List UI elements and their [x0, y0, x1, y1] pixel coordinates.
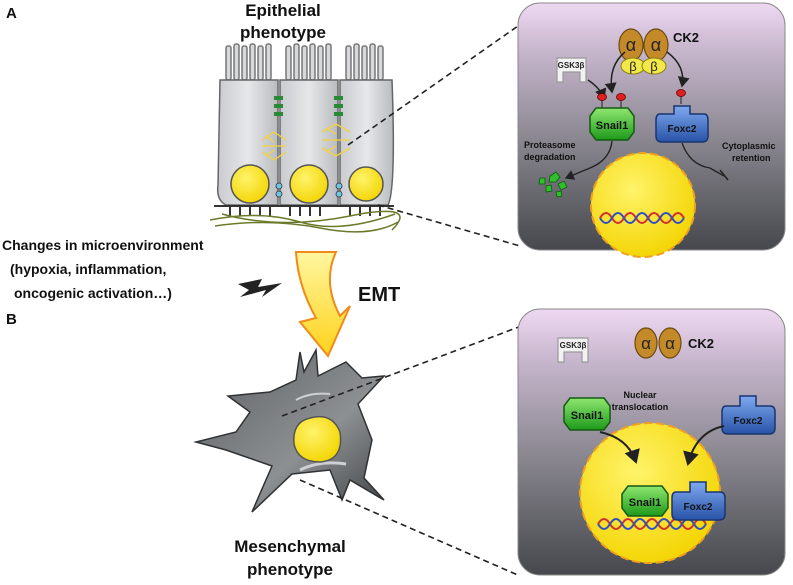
ck2-label-b: CK2 [688, 336, 714, 351]
snail1-label-b: Snail1 [571, 410, 603, 422]
changes-text-line2: (hypoxia, inflammation, [10, 261, 166, 277]
lightning-icon [238, 279, 282, 297]
ck2-beta-2-a: β [650, 59, 657, 74]
ck2-beta-1-a: β [629, 59, 636, 74]
gsk3b-label-a: GSK3β [558, 61, 585, 70]
emt-label: EMT [358, 284, 400, 306]
epithelial-cells [209, 43, 401, 233]
ck2-alpha-2-a: α [651, 35, 661, 55]
foxc2-label-a: Foxc2 [668, 124, 697, 135]
ck2-alpha-2-b: α [665, 334, 675, 353]
translocation-text-line2: translocation [612, 402, 669, 412]
mesenchymal-cell [193, 347, 386, 513]
panel-b-letter: B [6, 311, 17, 328]
ck2-label-a: CK2 [673, 30, 699, 45]
panel-b-inset: GSK3β α α CK2 Nuclear translocation Snai… [517, 308, 786, 576]
retention-text-line1: Cytoplasmic [722, 141, 776, 151]
gsk3b-label-b: GSK3β [560, 341, 587, 350]
mesenchymal-title-line1: Mesenchymal [234, 537, 346, 556]
foxc2-nuclear-label: Foxc2 [684, 502, 713, 513]
zoom-line-a-top [347, 4, 549, 146]
translocation-text-line1: Nuclear [623, 390, 657, 400]
epithelial-title-line1: Epithelial [245, 1, 321, 20]
snail1-nuclear-label: Snail1 [629, 497, 661, 509]
proteasome-text-line1: Proteasome [524, 140, 576, 150]
ck2-alpha-1-b: α [641, 334, 651, 353]
panel-a-letter: A [6, 5, 17, 22]
zoom-line-a-bottom [377, 204, 521, 247]
changes-text-line1: Changes in microenvironment [2, 237, 204, 253]
panel-a-inset: GSK3β α α β β CK2 Snail1 Foxc2 Proteasom… [517, 2, 786, 258]
foxc2-label-b: Foxc2 [734, 416, 763, 427]
proteasome-text-line2: degradation [524, 152, 576, 162]
ck2-alpha-1-a: α [626, 35, 636, 55]
zoom-line-b-top [281, 315, 549, 417]
emt-arrow [294, 251, 351, 358]
retention-text-line2: retention [732, 153, 771, 163]
mesenchymal-title-line2: phenotype [247, 560, 333, 579]
zoom-line-b-bottom [299, 479, 521, 577]
changes-text-line3: oncogenic activation…) [14, 285, 172, 301]
epithelial-title-line2: phenotype [240, 23, 326, 42]
snail1-label-a: Snail1 [596, 120, 628, 132]
